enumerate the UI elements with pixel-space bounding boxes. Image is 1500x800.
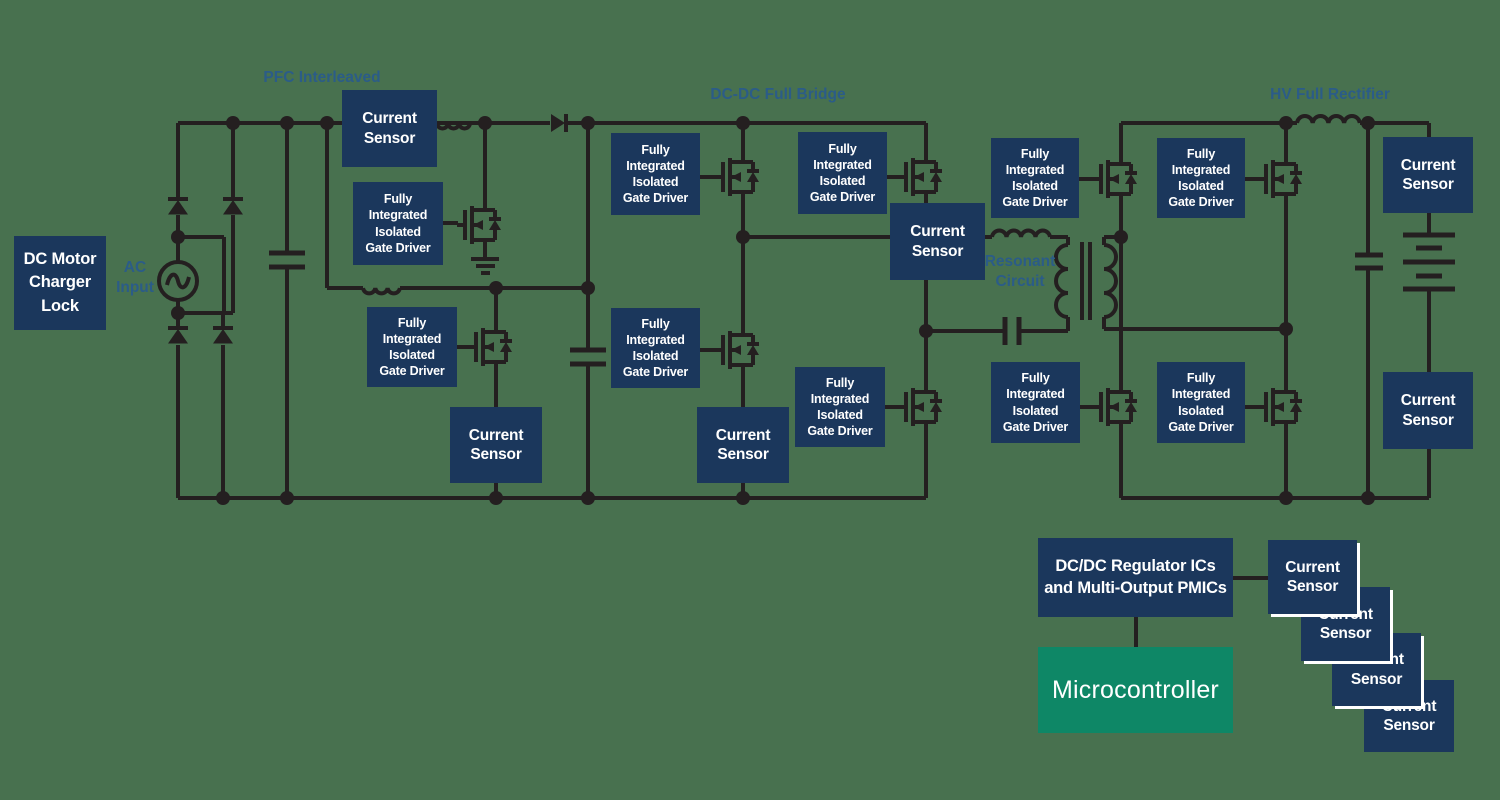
block-gate-driver-dcdc-tl: Fully Integrated Isolated Gate Driver [611,133,700,215]
block-gate-driver-dcdc-bl: Fully Integrated Isolated Gate Driver [611,308,700,388]
block-current-sensor-dcdc-bottom: Current Sensor [697,407,789,483]
inductor-icon [361,287,402,296]
mosfet-icon [1091,150,1139,208]
inductor-icon [435,122,472,131]
block-current-sensor-hv-bottom: Current Sensor [1383,372,1473,449]
battery-icon [1403,232,1455,292]
mosfet-icon [713,148,761,206]
junction-dots [171,116,1375,505]
block-dc-motor-charger-lock: DC Motor Charger Lock [14,236,106,330]
block-gate-driver-hv-tl: Fully Integrated Isolated Gate Driver [991,138,1079,218]
mosfet-icon [1091,378,1139,436]
block-gate-driver-hv-tr: Fully Integrated Isolated Gate Driver [1157,138,1245,218]
resonant-capacitor-icon [1002,317,1022,345]
block-dcdc-regulator-pmic: DC/DC Regulator ICs and Multi-Output PMI… [1038,538,1233,617]
block-current-sensor-pfc-bottom: Current Sensor [450,407,542,483]
capacitor-icon [570,347,606,367]
ac-source-icon [157,260,199,302]
resonant-inductor-icon [990,228,1052,238]
capacitor-icon [269,250,305,270]
mosfet-icon [1256,150,1304,208]
section-label-dcdc: DC-DC Full Bridge [710,86,846,103]
section-label-pfc: PFC Interleaved [263,69,381,86]
circuit-wiring [176,121,1431,647]
transformer-icon [1054,242,1118,320]
mosfet-icon [455,196,503,254]
inductor-icon [1295,114,1362,124]
bridge-diode-icon [166,197,190,217]
block-gate-driver-hv-br: Fully Integrated Isolated Gate Driver [1157,362,1245,443]
ground-icon [471,257,499,275]
mosfet-icon [713,321,761,379]
block-microcontroller: Microcontroller [1038,647,1233,733]
label-ac-input: AC Input [116,259,154,296]
block-gate-driver-dcdc-br: Fully Integrated Isolated Gate Driver [795,367,885,447]
block-gate-driver-hv-bl: Fully Integrated Isolated Gate Driver [991,362,1080,443]
block-gate-driver-pfc-1: Fully Integrated Isolated Gate Driver [353,182,443,265]
block-current-sensor-dcdc-output: Current Sensor [890,203,985,280]
mosfet-icon [466,318,514,376]
mosfet-icon [1256,378,1304,436]
mosfet-icon [896,378,944,436]
section-label-resonant: Resonant Circuit [984,253,1056,290]
block-current-sensor-stack-1: Current Sensor [1268,540,1357,614]
block-gate-driver-dcdc-tr: Fully Integrated Isolated Gate Driver [798,132,887,214]
section-label-hv: HV Full Rectifier [1270,86,1390,103]
capacitor-icon [1355,252,1383,271]
block-current-sensor-pfc-top: Current Sensor [342,90,437,167]
block-current-sensor-hv-top: Current Sensor [1383,137,1473,213]
bridge-diode-icon [221,197,245,217]
block-gate-driver-pfc-2: Fully Integrated Isolated Gate Driver [367,307,457,387]
bridge-diode-icon [211,326,235,346]
bridge-diode-icon [166,326,190,346]
mosfet-icon [896,148,944,206]
boost-diode-icon [549,112,568,134]
